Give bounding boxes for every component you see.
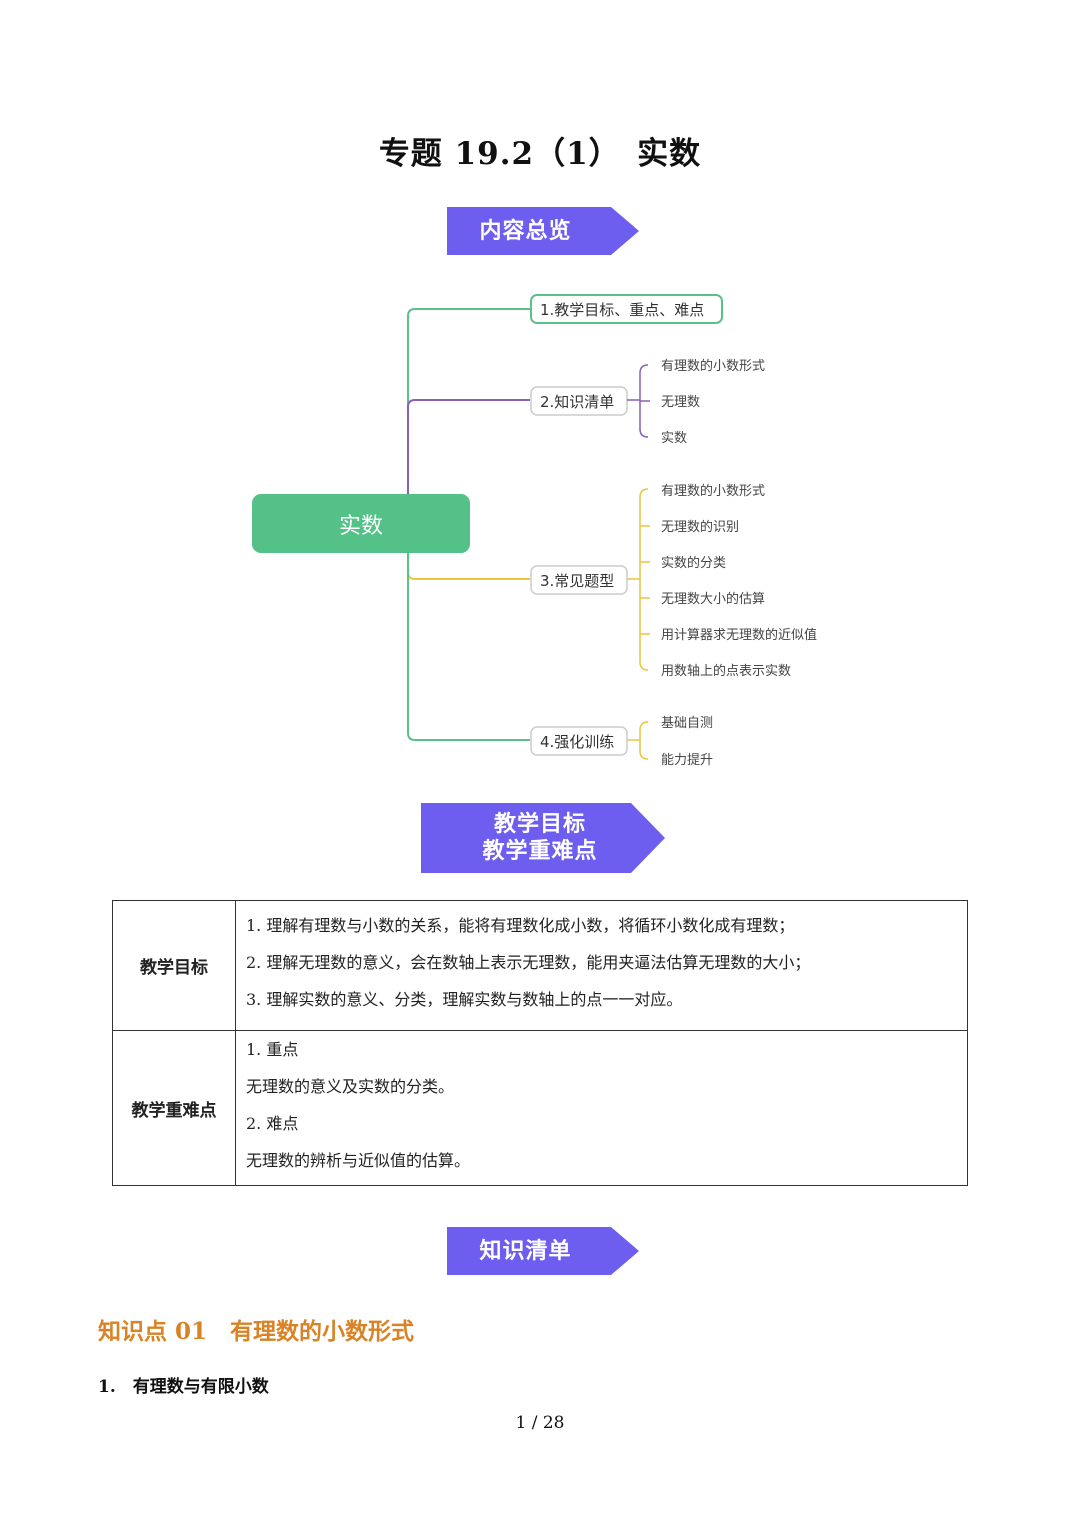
page-number: 1 / 28 [515,1413,565,1433]
branch2-label: 2.知识清单 [540,393,614,411]
table-line: 无理数的意义及实数的分类。 [246,1077,455,1096]
branch2-item: 有理数的小数形式 [661,358,765,374]
table-line: 1. 理解有理数与小数的关系，能将有理数化成小数，将循环小数化成有理数； [246,916,795,935]
knowledge-banner: 知识清单 [443,1219,639,1283]
table-row: 教学重难点 1. 重点 无理数的意义及实数的分类。 2. 难点 无理数的辨析与近… [112,1030,968,1186]
page-title: 专题 19.2（1） 实数 [378,136,702,172]
overview-banner: 内容总览 [443,199,639,263]
arrow-banner-shape [447,1227,639,1275]
branch2-item: 实数 [661,431,687,446]
table-line: 无理数的辨析与近似值的估算。 [246,1151,471,1170]
branch3-item: 有理数的小数形式 [661,483,765,499]
branch4-item: 基础自测 [661,716,713,731]
branch4-bracket [639,721,649,760]
table-line: 2. 理解无理数的意义，会在数轴上表示无理数，能用夹逼法估算无理数的大小； [246,953,811,972]
knowledge-point-title: 知识点 01 有理数的小数形式 [98,1318,415,1345]
row-header: 教学目标 [112,900,236,1031]
subsection-title: 1. 有理数与有限小数 [98,1377,269,1397]
branch3-label: 3.常见题型 [540,572,614,590]
branch3-bracket [639,488,649,671]
row-body: 1. 重点 无理数的意义及实数的分类。 2. 难点 无理数的辨析与近似值的估算。 [235,1030,968,1186]
branch1-label: 1.教学目标、重点、难点 [540,301,704,319]
table-line: 1. 重点 [246,1040,299,1059]
goals-banner: 教学目标 教学重难点 [417,797,667,879]
branch3-node [530,565,628,595]
branch1-connector [407,308,530,494]
branch2-node [530,386,628,416]
table-line: 2. 难点 [246,1114,299,1133]
banner-text: 内容总览 [479,218,572,244]
branch3-item: 无理数的识别 [661,519,739,535]
teaching-goals-table: 教学目标 1. 理解有理数与小数的关系，能将有理数化成小数，将循环小数化成有理数… [112,900,968,1186]
branch4-label: 4.强化训练 [540,733,614,751]
branch3-item: 用数轴上的点表示实数 [661,663,791,679]
branch1-node [530,294,723,324]
table-line: 3. 理解实数的意义、分类，理解实数与数轴上的点一一对应。 [246,990,683,1009]
branch4-node [530,726,628,756]
table-row: 教学目标 1. 理解有理数与小数的关系，能将有理数化成小数，将循环小数化成有理数… [112,900,968,1031]
branch3-connector [407,553,530,580]
banner-text: 知识清单 [479,1238,572,1264]
banner-text: 教学目标 [493,812,586,837]
branch4-connector [407,553,530,741]
branch2-connector [407,399,530,494]
branch3-item: 实数的分类 [661,555,726,571]
arrow-banner-shape [421,803,665,873]
branch2-item: 无理数 [661,395,700,410]
banner-text: 教学重难点 [482,839,598,864]
row-header: 教学重难点 [112,1030,236,1186]
branch4-item: 能力提升 [661,752,713,768]
mindmap-root-label: 实数 [339,514,383,539]
arrow-banner-shape [447,207,639,255]
branch3-item: 无理数大小的估算 [661,591,765,607]
branch3-item: 用计算器求无理数的近似值 [661,627,817,643]
mindmap-root-node [252,494,470,553]
mind-map: 实数 1.教学目标、重点、难点 2.知识清单 有理数的小数形式 无理数 实数 3… [252,294,817,768]
row-body: 1. 理解有理数与小数的关系，能将有理数化成小数，将循环小数化成有理数； 2. … [235,900,968,1031]
